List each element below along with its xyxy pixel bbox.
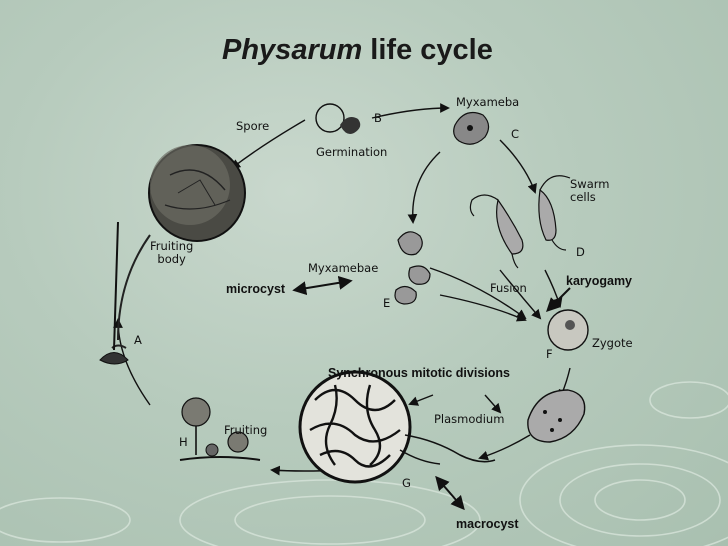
label-myxameba: Myxameba (456, 95, 520, 109)
background-ripples (0, 381, 728, 546)
label-b: B (374, 111, 382, 125)
label-myxamebae: Myxamebae (308, 261, 379, 275)
label-f: F (546, 347, 553, 361)
arrow-to-myxameba (371, 103, 450, 119)
arrow-myxameba-to-myxamebae (407, 151, 441, 224)
arrow-to-plasmodium-label (408, 394, 434, 406)
arrow-swarm-to-fusion (499, 269, 542, 320)
arrow-fusion-lower (439, 294, 527, 322)
germinating-spore-drawing (315, 103, 361, 134)
page-title: Physarum life cycle (222, 34, 493, 67)
label-fusion: Fusion (490, 281, 527, 295)
fruiting-drawing (179, 397, 261, 461)
sporangium-drawing (111, 144, 246, 349)
annotation-synchronous-mitotic-divisions: Synchronous mitotic divisions (328, 366, 510, 380)
arrow-to-swarm-cells (499, 139, 537, 194)
arrow-plasmodium-right (484, 394, 502, 414)
label-fruiting: Fruiting (224, 423, 268, 437)
mature-plasmodium-drawing (298, 370, 496, 484)
arrow-macrocyst (435, 475, 465, 511)
myxameba-drawing (453, 112, 490, 145)
annotation-microcyst: microcyst (226, 282, 286, 296)
label-plasmodium: Plasmodium (434, 412, 505, 426)
label-zygote: Zygote (592, 336, 633, 350)
arrow-karyogamy (546, 287, 571, 312)
label-g: G (402, 476, 411, 490)
fruiting-body-stalk (99, 221, 129, 365)
label-a: A (134, 333, 142, 347)
myxamebae-drawing (394, 231, 431, 305)
arrow-microcyst (292, 275, 353, 296)
label-germination: Germination (316, 145, 388, 159)
label-c: C (511, 127, 520, 141)
arrow-spore-to-germination (230, 119, 306, 170)
young-plasmodium-drawing (527, 389, 586, 443)
annotation-karyogamy: karyogamy (566, 274, 633, 288)
swarm-cells-drawing (469, 175, 571, 269)
zygote-drawing (547, 309, 589, 351)
arrow-myxamebae-to-fusion (429, 267, 527, 320)
label-h: H (179, 435, 188, 449)
title-rest: life cycle (362, 34, 493, 66)
annotation-macrocyst: macrocyst (456, 517, 519, 531)
label-fruiting-body: Fruiting body (150, 239, 194, 267)
arrow-to-mature-plasmodium (478, 434, 531, 461)
label-e: E (383, 296, 391, 310)
label-d: D (576, 245, 585, 259)
label-spore: Spore (236, 119, 270, 133)
title-genus: Physarum (222, 34, 363, 66)
label-swarm-cells: Swarm cells (570, 177, 610, 205)
